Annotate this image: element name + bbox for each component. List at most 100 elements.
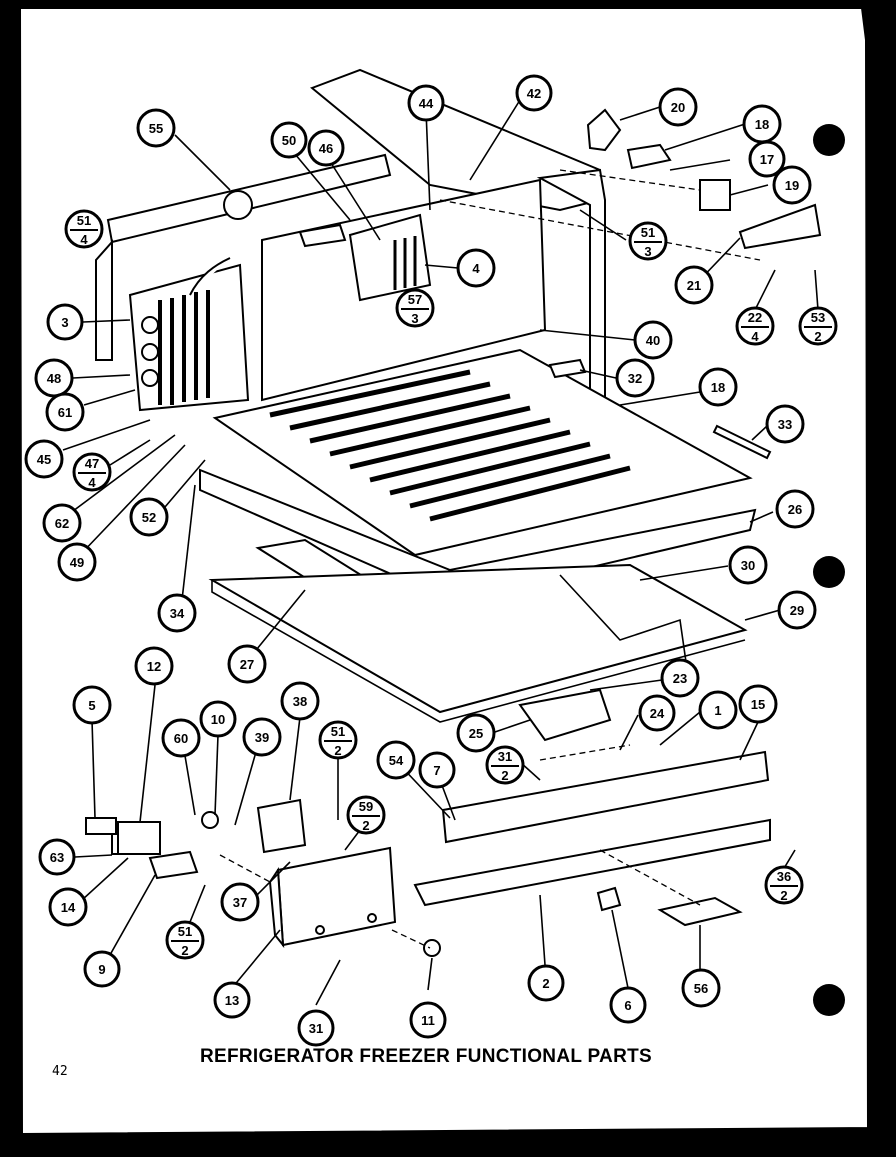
callout-21-label: 21 xyxy=(687,278,701,293)
callout-48: 48 xyxy=(34,358,74,398)
callout-37: 37 xyxy=(220,882,260,922)
part-10 xyxy=(201,811,219,829)
callout-63: 63 xyxy=(38,838,76,876)
callout-55-label: 55 xyxy=(149,121,163,136)
callout-44: 44 xyxy=(407,84,445,122)
callout-61: 61 xyxy=(45,392,85,432)
callout-51-2a: 512 xyxy=(318,720,358,760)
callout-37-label: 37 xyxy=(233,895,247,910)
callout-60: 60 xyxy=(161,718,201,758)
callout-61-label: 61 xyxy=(58,405,72,420)
callout-60-label: 60 xyxy=(174,731,188,746)
callout-30: 30 xyxy=(728,545,768,585)
callout-1: 1 xyxy=(698,690,738,730)
callout-29: 29 xyxy=(777,590,817,630)
callout-31-2-bottom: 2 xyxy=(501,768,508,783)
callout-10: 10 xyxy=(199,700,237,738)
callout-46-label: 46 xyxy=(319,141,333,156)
callout-2: 2 xyxy=(527,964,565,1002)
page-number: 42 xyxy=(52,1064,68,1079)
callout-57-3-top: 57 xyxy=(408,292,422,307)
callout-53-2-bottom: 2 xyxy=(814,329,821,344)
control-housing-25 xyxy=(518,688,612,742)
callout-23: 23 xyxy=(660,658,700,698)
callout-27: 27 xyxy=(227,644,267,684)
callout-13-label: 13 xyxy=(225,993,239,1008)
callout-24: 24 xyxy=(638,694,676,732)
part-11 xyxy=(423,939,441,957)
callout-7: 7 xyxy=(418,751,456,789)
callout-55: 55 xyxy=(136,108,176,148)
part-6 xyxy=(596,886,622,912)
callout-39-label: 39 xyxy=(255,730,269,745)
evaporator-coil xyxy=(128,257,250,412)
callout-3-label: 3 xyxy=(61,315,68,330)
callout-52-label: 52 xyxy=(142,510,156,525)
freezer-floor-grille xyxy=(212,348,753,557)
callout-33: 33 xyxy=(765,404,805,444)
callout-22-4-bottom: 4 xyxy=(751,329,759,344)
callout-9-label: 9 xyxy=(98,962,105,977)
callout-12-label: 12 xyxy=(147,659,161,674)
binder-hole-top xyxy=(813,124,845,156)
callout-19-label: 19 xyxy=(785,178,799,193)
evaporator-shroud-55 xyxy=(95,153,392,361)
callout-59-2-top: 59 xyxy=(359,799,373,814)
callout-51-3-top: 51 xyxy=(641,225,655,240)
control-panel-13 xyxy=(268,846,397,949)
callout-36-2-bottom: 2 xyxy=(780,888,787,903)
callout-30-label: 30 xyxy=(741,558,755,573)
callout-51-3-bottom: 3 xyxy=(644,244,651,259)
callout-56-label: 56 xyxy=(694,981,708,996)
callout-51-2b-top: 51 xyxy=(178,924,192,939)
callout-9: 9 xyxy=(83,950,121,988)
binder-hole-middle xyxy=(813,556,845,588)
front-rail-7 xyxy=(441,750,770,844)
callout-38: 38 xyxy=(280,681,320,721)
callout-26-label: 26 xyxy=(788,502,802,517)
callout-47-4-bottom: 4 xyxy=(88,475,96,490)
callout-1-label: 1 xyxy=(714,703,721,718)
callout-59-2: 592 xyxy=(346,795,386,835)
callout-51-4: 514 xyxy=(64,209,104,249)
callout-36-2: 362 xyxy=(764,865,804,905)
callout-6-label: 6 xyxy=(624,998,631,1013)
callout-25: 25 xyxy=(456,713,496,753)
callout-6: 6 xyxy=(609,986,647,1024)
callout-36-2-top: 36 xyxy=(777,869,791,884)
callout-34-label: 34 xyxy=(170,606,185,621)
part-14-box xyxy=(117,821,161,855)
callout-13: 13 xyxy=(213,981,251,1019)
callout-32: 32 xyxy=(615,358,655,398)
callout-4-label: 4 xyxy=(472,261,480,276)
fan-motor-assembly xyxy=(586,108,822,250)
callout-51-4-top: 51 xyxy=(77,213,91,228)
callout-56: 56 xyxy=(681,968,721,1008)
callout-15-label: 15 xyxy=(751,697,765,712)
callout-38-label: 38 xyxy=(293,694,307,709)
callout-12: 12 xyxy=(134,646,174,686)
callout-19: 19 xyxy=(772,165,812,205)
callout-33-label: 33 xyxy=(778,417,792,432)
callout-15: 15 xyxy=(738,684,778,724)
bracket-38 xyxy=(256,798,307,854)
strip-33 xyxy=(712,424,772,460)
callout-31-2-top: 31 xyxy=(498,749,512,764)
cover-56 xyxy=(657,896,743,927)
binder-hole-bottom xyxy=(813,984,845,1016)
callout-32-label: 32 xyxy=(628,371,642,386)
callout-54-label: 54 xyxy=(389,753,404,768)
callout-62-label: 62 xyxy=(55,516,69,531)
leader-lines xyxy=(62,99,819,1006)
callout-34: 34 xyxy=(157,593,197,633)
callout-23-label: 23 xyxy=(673,671,687,686)
callout-49-label: 49 xyxy=(70,555,84,570)
callout-20-label: 20 xyxy=(671,100,685,115)
callout-46: 46 xyxy=(307,129,345,167)
callout-51-4-bottom: 4 xyxy=(80,232,88,247)
callout-63-label: 63 xyxy=(50,850,64,865)
defrost-heater-assembly xyxy=(348,213,432,302)
callout-31-2: 312 xyxy=(485,745,525,785)
callout-7-label: 7 xyxy=(433,763,440,778)
